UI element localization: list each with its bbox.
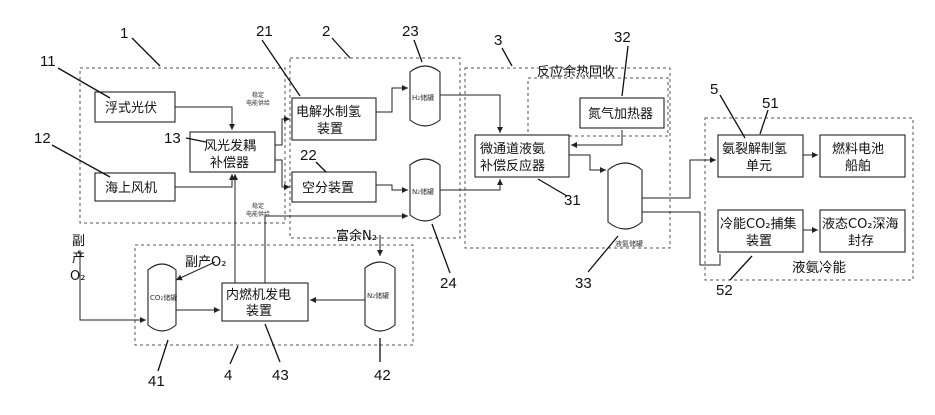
power-label-top-b: 电能供给 [246,99,270,107]
power-label-bottom-b: 电能供给 [246,210,270,218]
ref-5: 5 [710,81,718,98]
floating-pv-label: 浮式光伏 [105,101,157,116]
ref-41: 41 [148,373,165,390]
svg-text:CO₂储罐: CO₂储罐 [150,293,177,302]
ref-2: 2 [322,23,330,40]
wind-solar-label-2: 补偿器 [210,156,249,171]
ref-24: 24 [440,275,457,292]
microchannel-label-1: 微通道液氨 [480,142,545,157]
ref-12: 12 [34,130,51,147]
offshore-wind-label: 海上风机 [105,181,157,196]
power-label-top-a: 稳定 [252,91,264,99]
ref-42: 42 [374,367,391,384]
electrolysis-label-1: 电解水制氢 [296,105,361,120]
byproduct-o2-vert-3: O₂ [70,269,85,284]
ref-23: 23 [402,23,419,40]
co2-tank: CO₂储罐 [148,264,177,331]
svg-text:N₂储罐: N₂储罐 [412,187,434,196]
ref-31: 31 [564,192,581,209]
cold-capture-label-1: 冷能CO₂捕集 [720,216,797,232]
nitrogen-heater-label: 氮气加热器 [588,106,653,122]
power-label-bottom-a: 稳定 [252,202,264,210]
ice-gen-label-2: 装置 [246,304,272,319]
byproduct-o2-vert-1: 副 [72,234,85,249]
ref-11: 11 [40,53,56,70]
ref-4: 4 [224,367,232,384]
byproduct-o2-vert-2: 产 [72,251,85,266]
cold-capture-label-2: 装置 [746,234,772,249]
electrolysis-label-2: 装置 [317,122,343,137]
nitrogen-tank: N₂储罐 [410,159,440,221]
ammonia-tank: 液氨储罐 [608,163,643,248]
reaction-heat-label: 反应余热回收 [537,64,615,80]
ref-3: 3 [494,32,502,49]
ref-52: 52 [716,282,733,299]
wind-solar-label-1: 风光发耦 [204,138,256,154]
ammonia-crack-label-2: 单元 [746,159,772,174]
liquid-ammonia-cold-label: 液氨冷能 [792,260,846,276]
ref-22: 22 [300,147,317,164]
ref-21: 21 [256,23,273,40]
ammonia-crack-label-1: 氨裂解制氢 [722,142,787,157]
svg-text:N₂储罐: N₂储罐 [367,291,389,300]
hydrogen-tank: H₂储罐 [410,66,440,126]
liquid-co2-label-2: 封存 [848,234,874,249]
ref-13: 13 [164,130,181,147]
svg-text:H₂储罐: H₂储罐 [412,93,434,102]
fuel-cell-label-2: 船舶 [845,158,871,174]
ref-33: 33 [575,275,592,292]
fuel-cell-label-1: 燃料电池 [832,141,884,157]
byproduct-o2-label: 副产O₂ [185,255,226,270]
ref-32: 32 [614,29,631,46]
svg-text:液氨储罐: 液氨储罐 [615,239,643,248]
ref-51: 51 [762,95,779,112]
liquid-co2-label-1: 液态CO₂深海 [822,217,899,232]
n2-tank-module4: N₂储罐 [365,262,395,331]
rich-nitrogen-label: 富余N₂ [336,228,377,244]
ref-1: 1 [120,25,128,42]
air-separation-label: 空分装置 [302,181,354,196]
ref-43: 43 [272,367,289,384]
ice-gen-label-1: 内燃机发电 [226,287,291,303]
microchannel-label-2: 补偿反应器 [480,158,545,174]
